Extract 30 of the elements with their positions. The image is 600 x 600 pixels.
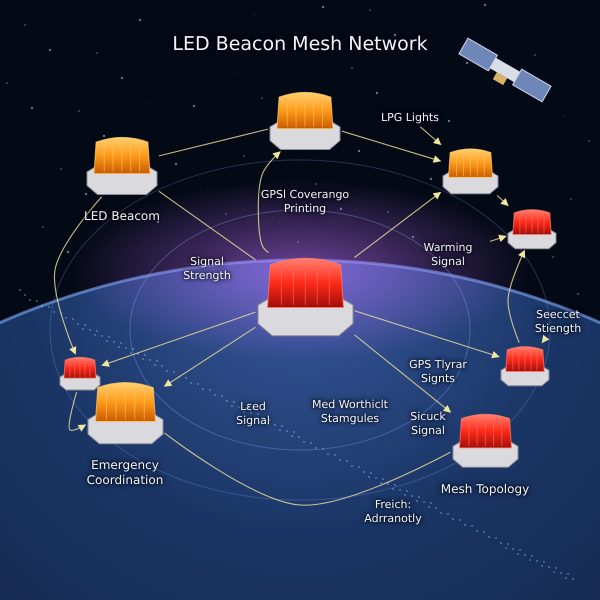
arrow — [101, 312, 256, 367]
network-label: Sicuck Signal — [409, 410, 447, 438]
network-label: Signal Strength — [182, 255, 232, 282]
network-label: Freich: Adrranotly — [363, 498, 423, 526]
beacon-label: Mesh Topology — [440, 482, 530, 497]
arrow — [258, 151, 281, 254]
arrow — [354, 310, 500, 358]
network-label: GPS Tlyrar Signts — [408, 358, 468, 386]
arrow — [420, 126, 442, 146]
arrow — [354, 192, 442, 258]
callout-text: Warming Signal — [422, 241, 474, 268]
callout-text: LPG Lights — [380, 111, 440, 125]
network-label: Med Worthiclt Stamgules — [311, 398, 389, 426]
arrow — [490, 234, 507, 242]
callout-text: Seeccet Stiength — [534, 308, 582, 336]
beacon-label: LED Beacom — [83, 208, 161, 224]
network-label: Lεed Signal — [235, 400, 271, 428]
connector-line — [158, 128, 268, 156]
arrow — [68, 392, 86, 432]
arrow — [507, 250, 526, 343]
arrow — [164, 326, 256, 387]
arrow — [354, 334, 452, 413]
beacon-label: Emergency Coordination — [86, 458, 164, 488]
arrow — [496, 194, 509, 206]
arrow — [54, 196, 102, 355]
connector-line — [164, 432, 451, 506]
diagram-title: LED Beacon Mesh Network — [171, 33, 429, 57]
connector-line — [158, 190, 256, 260]
arrow — [342, 130, 442, 163]
network-label: GPSl Coverango Printing — [260, 188, 350, 216]
